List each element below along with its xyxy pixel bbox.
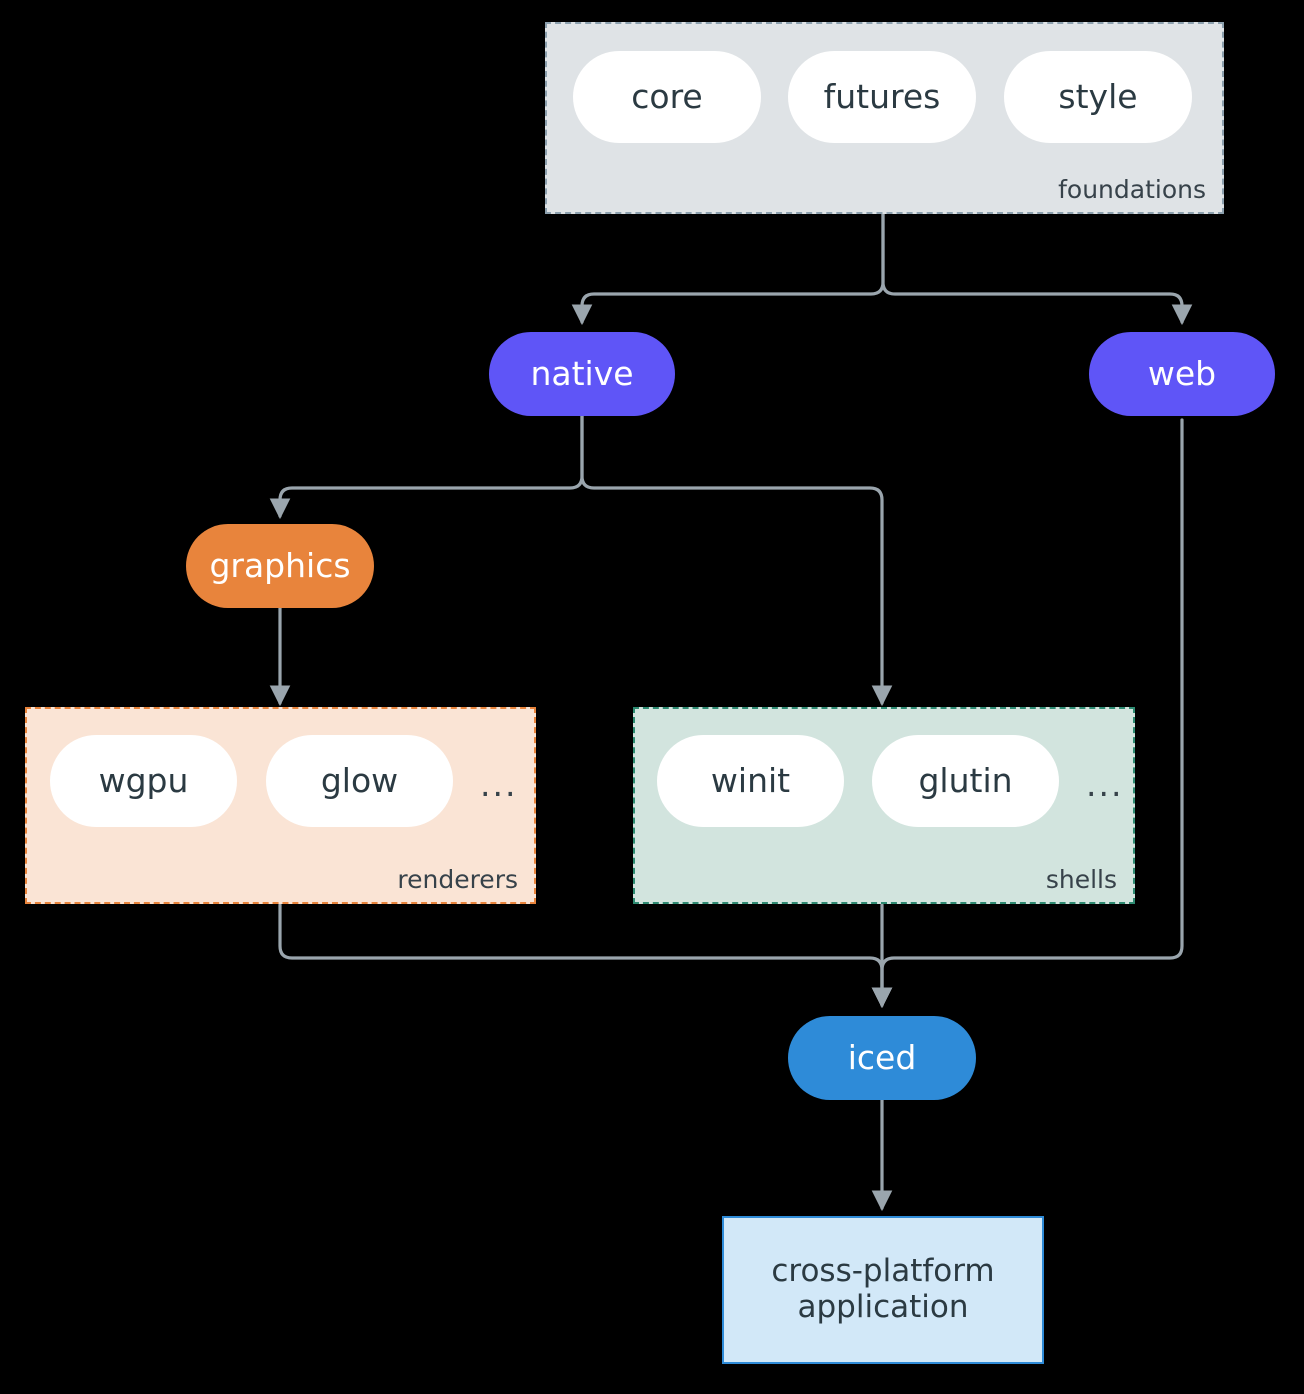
edge-renderers-iced — [278, 903, 893, 1009]
application-line-2: application — [797, 1289, 969, 1325]
node-wgpu-label: wgpu — [98, 761, 189, 801]
node-glutin-label: glutin — [918, 761, 1013, 801]
node-glow-label: glow — [320, 761, 399, 801]
cluster-shells-label: shells — [1045, 865, 1117, 894]
node-iced[interactable]: iced — [788, 1016, 976, 1100]
edge-native-shells — [580, 414, 893, 707]
edge-native-graphics — [269, 414, 584, 520]
node-style-label: style — [1058, 77, 1138, 117]
node-style[interactable]: style — [1004, 51, 1192, 143]
node-core[interactable]: core — [573, 51, 761, 143]
node-graphics-label: graphics — [209, 546, 351, 586]
shells-more-ellipsis: ... — [1086, 765, 1124, 804]
node-native[interactable]: native — [489, 332, 675, 416]
application-line-1: cross-platform — [771, 1253, 995, 1290]
node-core-label: core — [631, 77, 703, 117]
node-native-label: native — [530, 354, 634, 394]
node-winit[interactable]: winit — [657, 735, 844, 827]
node-futures-label: futures — [823, 77, 941, 117]
node-web-label: web — [1147, 354, 1217, 394]
node-wgpu[interactable]: wgpu — [50, 735, 237, 827]
renderers-more-ellipsis: ... — [480, 765, 518, 804]
edge-foundations-native — [571, 212, 885, 326]
node-web[interactable]: web — [1089, 332, 1275, 416]
node-iced-label: iced — [847, 1038, 917, 1078]
node-glutin[interactable]: glutin — [872, 735, 1059, 827]
node-glow[interactable]: glow — [266, 735, 453, 827]
edge-foundations-web — [881, 212, 1193, 326]
node-cross-platform-application[interactable]: cross-platform application — [722, 1216, 1044, 1364]
node-futures[interactable]: futures — [788, 51, 976, 143]
cluster-foundations-label: foundations — [1058, 175, 1206, 204]
node-graphics[interactable]: graphics — [186, 524, 374, 608]
cluster-renderers-label: renderers — [397, 865, 518, 894]
node-winit-label: winit — [710, 761, 791, 801]
